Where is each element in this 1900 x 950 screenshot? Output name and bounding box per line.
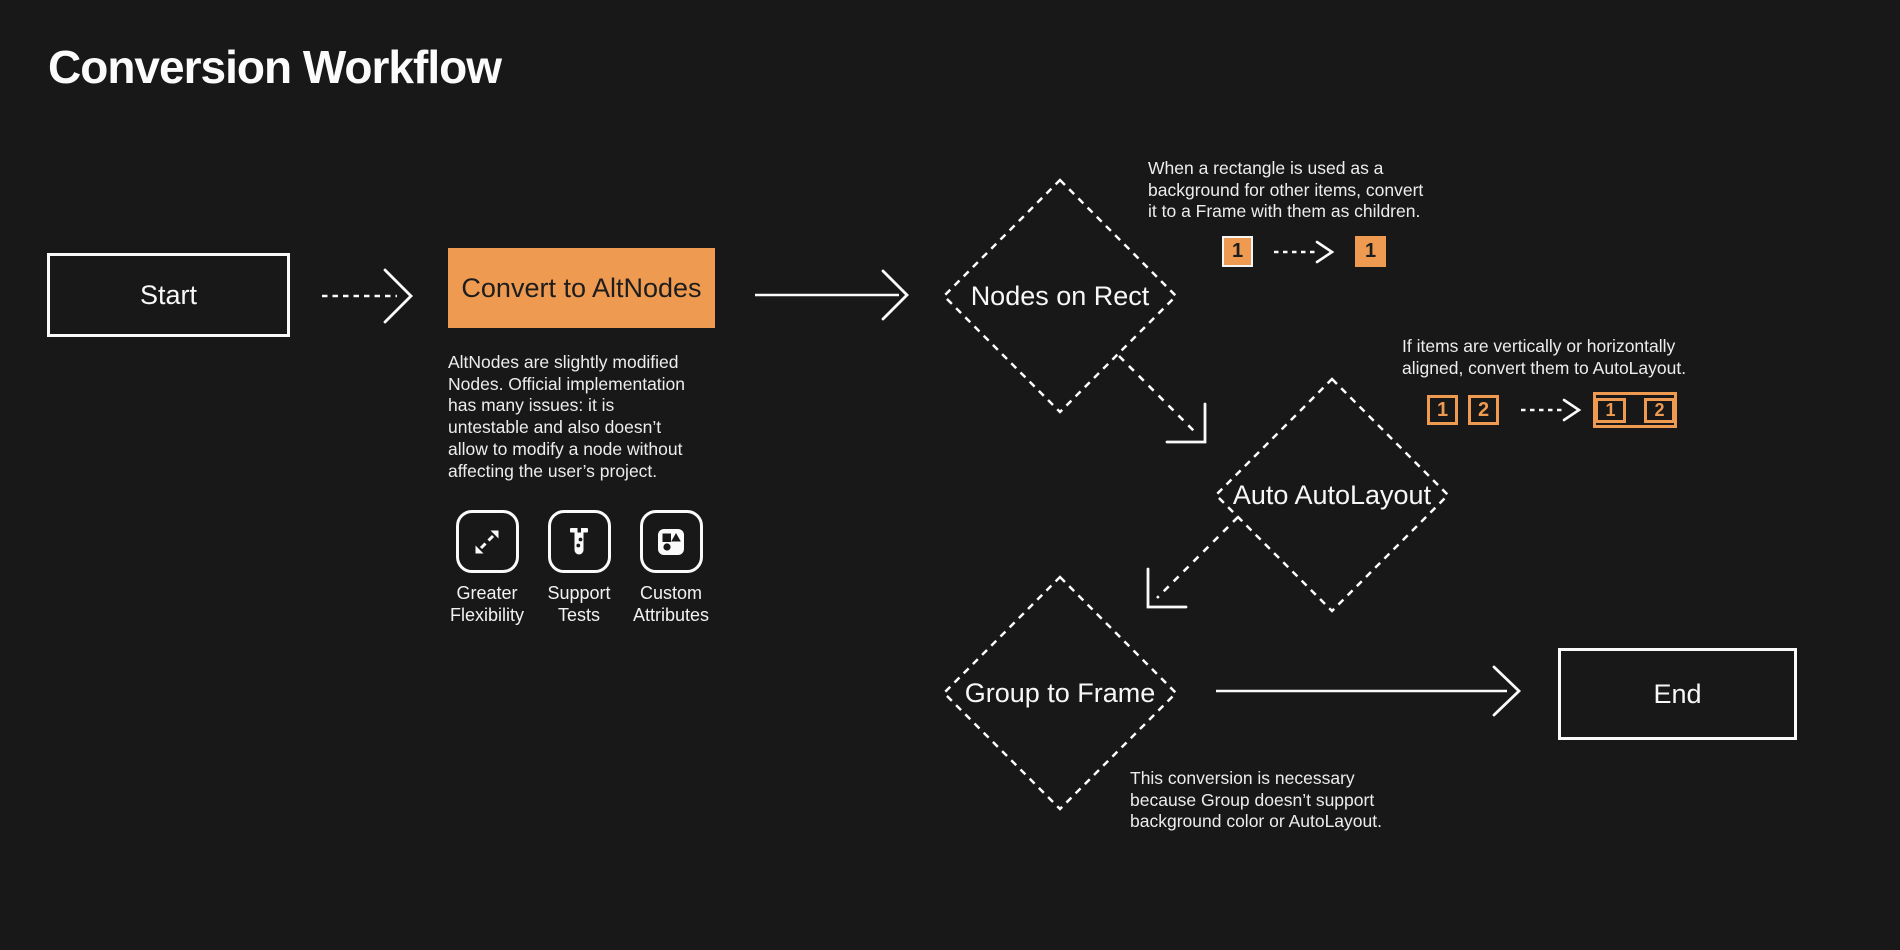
dashed-diamond-border xyxy=(942,575,1178,811)
nodes-on-rect-note: When a rectangle is used as a background… xyxy=(1148,158,1488,223)
expand-arrows-icon xyxy=(455,510,519,573)
item-after-1: 1 xyxy=(1595,397,1626,423)
decision-nodes-on-rect: Nodes on Rect xyxy=(940,176,1180,416)
dashed-diamond-border xyxy=(1214,377,1450,613)
text-line: affecting the user’s project. xyxy=(448,460,658,481)
feature-label: Custom Attributes xyxy=(632,583,710,625)
text-line: Nodes. Official implementation xyxy=(448,373,686,394)
text-line: If items are vertically or horizontally xyxy=(1402,336,1676,356)
altnodes-features: Greater Flexibility Support Tests xyxy=(441,510,717,626)
item-before-2: 2 xyxy=(1468,395,1499,425)
decision-auto-autolayout: Auto AutoLayout xyxy=(1212,375,1452,615)
text-line: untestable and also doesn’t xyxy=(448,417,662,438)
dashed-arrow-icon xyxy=(1521,398,1582,422)
feature-label: Greater Flexibility xyxy=(449,583,524,625)
text-line: has many issues: it is xyxy=(448,395,615,416)
frame-after-item: 1 xyxy=(1355,236,1386,267)
item-after-2: 2 xyxy=(1644,397,1675,423)
text-line: because Group doesn’t support xyxy=(1130,789,1375,810)
page-title: Conversion Workflow xyxy=(48,41,502,93)
text-line: it to a Frame with them as children. xyxy=(1148,201,1421,222)
end-node: End xyxy=(1558,648,1797,740)
dashed-arrow-icon xyxy=(1274,240,1335,263)
convert-node-label: Convert to AltNodes xyxy=(461,272,702,303)
start-node: Start xyxy=(47,253,290,337)
shapes-icon xyxy=(639,510,703,573)
decision-group-to-frame: Group to Frame xyxy=(940,573,1180,813)
end-node-label: End xyxy=(1653,678,1702,709)
decision-label: Auto AutoLayout xyxy=(1232,479,1432,510)
text-line: background color or AutoLayout. xyxy=(1130,811,1382,832)
test-tube-icon xyxy=(547,510,611,573)
item-before-1: 1 xyxy=(1427,395,1458,425)
convert-to-altnodes-node: Convert to AltNodes xyxy=(448,248,715,328)
feature-label: Support Tests xyxy=(547,583,611,625)
feature-greater-flexibility: Greater Flexibility xyxy=(441,510,533,626)
arrow-start-to-convert xyxy=(322,268,413,324)
arrow-convert-to-nodes-on-rect xyxy=(755,269,909,321)
rect-before-item: 1 xyxy=(1222,236,1253,267)
arrow-group-to-frame-to-end xyxy=(1216,665,1522,717)
autolayout-conversion-example: 1 2 1 2 xyxy=(1427,392,1677,428)
start-node-label: Start xyxy=(139,279,198,310)
text-line: AltNodes are slightly modified xyxy=(448,352,679,372)
auto-autolayout-note: If items are vertically or horizontally … xyxy=(1402,336,1752,379)
text-line: allow to modify a node without xyxy=(448,438,683,459)
dashed-diamond-border xyxy=(942,178,1178,414)
decision-label: Group to Frame xyxy=(964,677,1156,708)
rect-conversion-example: 1 1 xyxy=(1222,236,1386,267)
group-to-frame-note: This conversion is necessary because Gro… xyxy=(1130,768,1410,833)
autolayout-container: 1 2 xyxy=(1593,392,1677,428)
altnodes-description: AltNodes are slightly modified Nodes. Of… xyxy=(448,352,758,482)
feature-custom-attributes: Custom Attributes xyxy=(625,510,717,626)
text-line: background for other items, convert xyxy=(1148,179,1424,200)
text-line: aligned, convert them to AutoLayout. xyxy=(1402,357,1687,378)
text-line: When a rectangle is used as a xyxy=(1148,158,1384,178)
decision-label: Nodes on Rect xyxy=(970,280,1150,311)
text-line: This conversion is necessary xyxy=(1130,768,1355,788)
feature-support-tests: Support Tests xyxy=(533,510,625,626)
